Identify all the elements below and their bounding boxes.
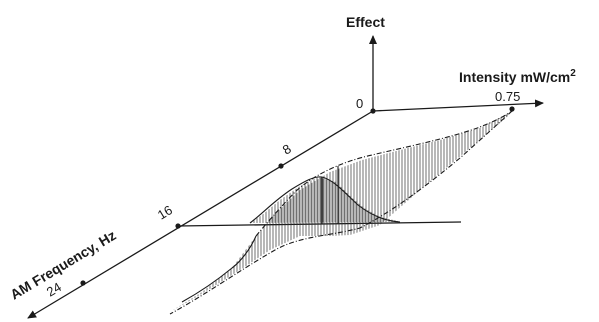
front-bell-curve [249, 176, 401, 224]
intensity-unit-superscript: 2 [570, 68, 576, 79]
freq-16-dot [175, 223, 181, 229]
freq-24-dot [80, 280, 86, 286]
intensity-axis [372, 99, 544, 112]
hatched-front-surface [250, 177, 398, 223]
tick-markers [80, 106, 515, 286]
left-edge-curve [181, 235, 257, 303]
intensity-tick-dot [509, 106, 515, 112]
back-curve-lower [169, 110, 513, 315]
origin-dot [370, 108, 376, 114]
intensity-tick-label: 0.75 [495, 89, 520, 104]
intensity-axis-label: Intensity mW/cm2 [459, 68, 576, 85]
freq-24-tick-label: 24 [44, 279, 64, 299]
horizontal-baseline [177, 221, 462, 227]
freq-8-tick-label: 8 [280, 141, 294, 158]
freq-16-tick-label: 16 [155, 202, 175, 222]
origin-tick-label: 0 [356, 96, 363, 111]
response-curves [169, 110, 513, 315]
freq-8-dot [278, 163, 284, 169]
effect-axis-label: Effect [346, 14, 385, 30]
